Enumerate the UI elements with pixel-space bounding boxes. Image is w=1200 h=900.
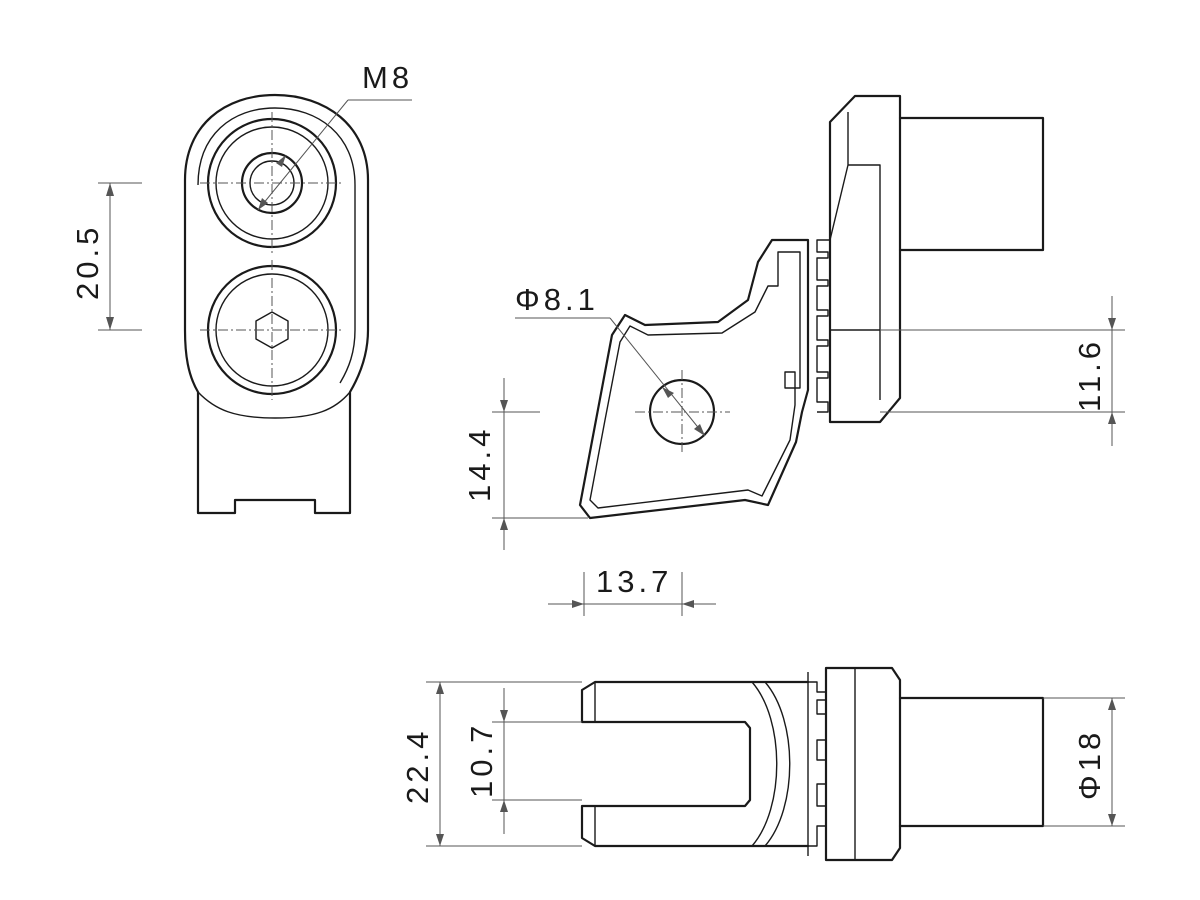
shaft-diameter-label: Φ18 xyxy=(1072,729,1107,800)
top-view xyxy=(580,666,1045,862)
top-fork-curve xyxy=(751,681,778,847)
side-view xyxy=(578,94,1045,520)
top-serrations xyxy=(807,672,827,856)
dim-fork-slot: 10.7 xyxy=(464,688,582,834)
thread-label: M8 xyxy=(362,60,413,95)
front-view xyxy=(183,93,370,515)
fork-outer-label: 22.4 xyxy=(400,728,435,804)
serration-height-label: 11.6 xyxy=(1072,338,1107,412)
hole-offset-label: 14.4 xyxy=(462,426,497,502)
top-shaft xyxy=(898,696,1045,828)
hex-socket-icon xyxy=(255,311,289,349)
dim-hole-offset: 14.4 xyxy=(462,378,588,550)
width-side-label: 13.7 xyxy=(596,564,672,599)
dim-thread: M8 xyxy=(257,60,413,211)
side-flange xyxy=(828,94,902,424)
dim-fork-outer: 22.4 xyxy=(400,681,582,847)
hole-height-label: 20.5 xyxy=(70,224,105,300)
side-arm-outer xyxy=(578,238,810,520)
front-view-outline xyxy=(183,93,370,515)
side-serrations xyxy=(816,239,830,413)
top-flange xyxy=(824,666,902,862)
dim-width-side: 13.7 xyxy=(548,564,716,616)
dim-hole-diameter: Φ8.1 xyxy=(515,282,706,437)
side-shaft xyxy=(898,116,1045,252)
side-arm-inner xyxy=(589,251,801,509)
front-view-inner-edge xyxy=(197,107,356,384)
front-view-neck xyxy=(197,391,351,419)
fork-slot-label: 10.7 xyxy=(464,722,499,798)
dim-hole-height: 20.5 xyxy=(70,182,142,331)
dim-shaft-diameter: Φ18 xyxy=(1043,697,1125,827)
hole-diameter-label: Φ8.1 xyxy=(515,282,599,317)
dim-serration-height: 11.6 xyxy=(880,296,1125,446)
top-fork xyxy=(580,680,810,848)
side-flange-inner xyxy=(829,112,881,400)
top-fork-curve-inner xyxy=(764,681,791,847)
